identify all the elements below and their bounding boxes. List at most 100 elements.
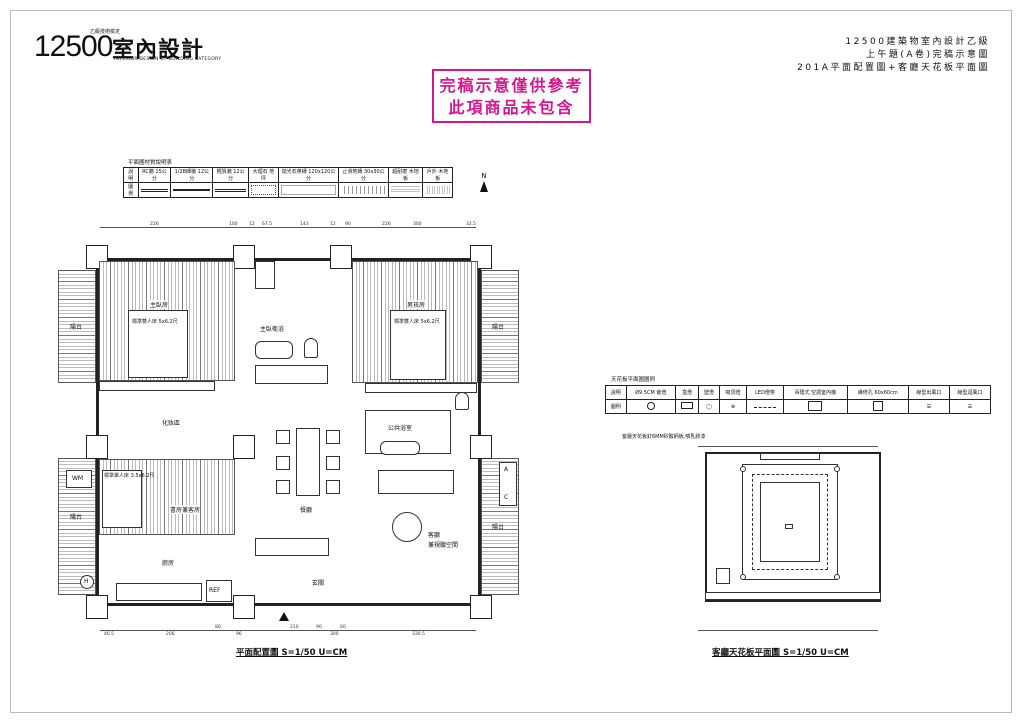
- box-light-icon: [675, 399, 700, 414]
- reference-stamp: 完稿示意僅供參考 此項商品未包含: [432, 69, 591, 123]
- ceiling-downlight: [834, 574, 840, 580]
- boy-bed: [390, 310, 446, 380]
- wall-south: [96, 603, 481, 606]
- dim-bottom: 330.5: [412, 632, 425, 637]
- dim-top: 226: [150, 222, 159, 227]
- floor-legend-item: RC牆 15公分: [137, 167, 172, 183]
- column: [233, 435, 255, 459]
- downlight-icon: [625, 399, 677, 414]
- balcony-right-top: [481, 270, 519, 383]
- entrance-label: 玄關: [312, 580, 325, 587]
- ceiling-legend-item: LED燈帶: [746, 385, 784, 400]
- brand-english: INTERIOR DESIGN OF BUILDING CATEGORY: [114, 57, 222, 62]
- dim-bottom: 46.5: [104, 632, 115, 637]
- north-arrow: N: [480, 172, 488, 192]
- column: [470, 435, 492, 459]
- master-bath-label: 主臥衛浴: [260, 326, 285, 333]
- brand-name: 室內設計: [112, 38, 205, 63]
- rc-wall-swatch: [137, 182, 172, 198]
- ceiling-box-light: [785, 524, 793, 529]
- dim-top: 143: [300, 222, 309, 227]
- dining-table: [296, 428, 320, 496]
- dim-top: 32.5: [466, 222, 477, 227]
- ceiling-legend-table: 說明 Ø9.5CM 嵌燈 盒燈 壁燈 吸頂燈 LED燈帶 吊隱式 空調室內機 維…: [605, 385, 992, 414]
- wm-label: WM: [72, 475, 84, 482]
- quartz-tile-swatch: [277, 182, 340, 198]
- master-bath-cabinet: [255, 365, 328, 384]
- sofa: [378, 470, 454, 494]
- floor-legend-item: 超耐磨 木地板: [387, 167, 424, 183]
- anti-slip-tile-swatch: [338, 182, 389, 198]
- water-heater: [80, 575, 94, 589]
- floor-legend-item: 大理石 地坪: [248, 167, 279, 183]
- column: [233, 595, 255, 619]
- washing-machine: [66, 470, 92, 488]
- single-bed: [102, 470, 142, 528]
- ceiling-supply-vent: [760, 453, 820, 460]
- entrance-cabinet: [255, 538, 329, 556]
- ceiling-downlight: [834, 466, 840, 472]
- dining-chair: [326, 430, 340, 444]
- balcony-label: 陽台: [70, 324, 83, 331]
- bottom-dimension-line: [100, 630, 476, 631]
- north-arrow-icon: [480, 181, 488, 192]
- ceiling-ac-unit: [716, 568, 730, 584]
- wall-light-icon: ◯: [698, 399, 720, 414]
- column: [330, 245, 352, 269]
- ceiling-legend-item: 維修孔 60x60cm: [846, 385, 909, 400]
- floor-legend-item: 止滑地磚 30x30公分: [338, 167, 389, 183]
- ceiling-plan-caption: 客廳天花板平面圖 S=1/50 U=CM: [712, 648, 849, 658]
- dining-chair: [276, 480, 290, 494]
- ceiling-legend-item: 線型出風口: [907, 385, 950, 400]
- dim-top: 67.5: [262, 222, 273, 227]
- dim-top: 100: [229, 222, 238, 227]
- north-label: N: [481, 172, 487, 180]
- column: [86, 595, 108, 619]
- ac-indoor-icon: [782, 399, 848, 414]
- dim-bottom: 300: [330, 632, 339, 637]
- supply-vent-icon: ☰: [907, 399, 950, 414]
- public-toilet: [455, 392, 469, 410]
- floor-legend-row-label: 圖例: [123, 182, 139, 198]
- dining-chair: [326, 480, 340, 494]
- dining-chair: [276, 430, 290, 444]
- ac-a-label: A: [504, 466, 509, 473]
- wall-west: [96, 258, 99, 606]
- ceiling-downlight: [740, 466, 746, 472]
- view-space-label: 兼視聽空間: [428, 542, 459, 549]
- ceiling-legend-item: 盒燈: [675, 385, 700, 400]
- ac-unit: [499, 462, 517, 506]
- floor-legend-item: 1/2B磚牆 12公分: [170, 167, 214, 183]
- top-dimension-line: [100, 227, 476, 228]
- dim-top: 12: [330, 222, 336, 227]
- master-shower: [255, 261, 275, 289]
- ac-c-label: C: [504, 494, 509, 501]
- floor-legend-title: 平面圖材質說明表: [128, 160, 173, 166]
- floor-legend-item: 戶外 木地板: [422, 167, 453, 183]
- ceiling-downlight: [740, 574, 746, 580]
- balcony-label: 陽台: [492, 324, 505, 331]
- ceiling-legend-item: 吊隱式 空調室內機: [782, 385, 848, 400]
- dim-top: 90: [345, 222, 351, 227]
- light-wall-swatch: [212, 182, 249, 198]
- ceiling-note: 客廳天花板釘6MM矽酸鈣板,噴乳膠漆: [622, 434, 706, 440]
- ceiling-legend-title: 天花板平面圖圖例: [611, 377, 656, 383]
- ceiling-legend-row-label: 圖例: [605, 399, 627, 414]
- column: [233, 245, 255, 269]
- ceiling-light-icon: ⊕: [718, 399, 748, 414]
- floor-legend-item: 輕質牆 12公分: [212, 167, 249, 183]
- column: [470, 595, 492, 619]
- boy-room-label: 男孩房: [407, 300, 426, 309]
- dim-bottom: 90: [316, 625, 322, 630]
- dim-bottom: 60: [340, 625, 346, 630]
- balcony-left-top: [58, 270, 96, 383]
- brick-wall-swatch: [170, 182, 214, 198]
- ceiling-legend-row-label: 說明: [605, 385, 627, 400]
- ceiling-bottom-dimension: [698, 630, 878, 631]
- ceiling-legend-item: 吸頂燈: [718, 385, 748, 400]
- ref-label: REF: [209, 587, 221, 594]
- master-bedroom-label: 主臥房: [150, 300, 169, 309]
- outdoor-wood-swatch: [422, 182, 453, 198]
- single-bed-label: 標準單人床 3.5x6.2尺: [104, 473, 155, 479]
- dim-bottom: 80: [215, 625, 221, 630]
